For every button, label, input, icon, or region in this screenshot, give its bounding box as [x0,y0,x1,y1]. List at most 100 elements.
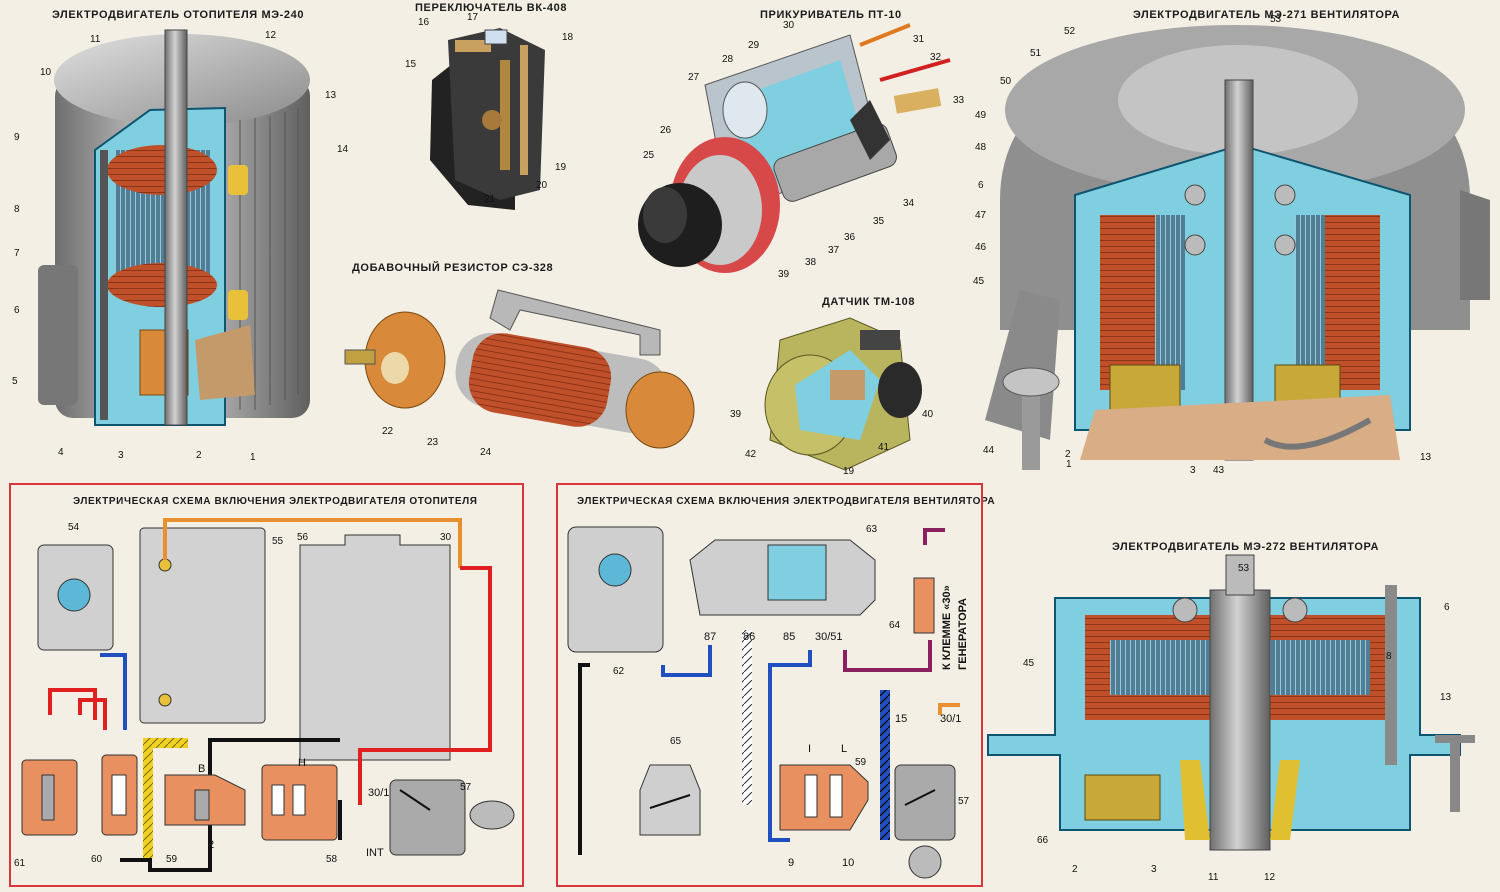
terminal-fan-86: 86 [743,631,755,643]
callout-scheme_fan-3: 65 [670,736,682,747]
frame-scheme-fan [556,483,983,887]
callout-me240-10: 4 [58,447,64,458]
title-me271: ЭЛЕКТРОДВИГАТЕЛЬ МЭ-271 ВЕНТИЛЯТОРА [1133,9,1400,21]
resistor-se328 [344,289,695,449]
callout-me272-4: 13 [1440,692,1452,703]
title-pt10: ПРИКУРИВАТЕЛЬ ПТ-10 [760,9,902,21]
callout-scheme_heater-4: 61 [14,858,26,869]
callout-scheme_fan-4: 59 [855,757,867,768]
motor-me240 [38,29,310,426]
callout-me271-13: 3 [1190,465,1196,476]
callout-me240-11: 3 [118,450,124,461]
callout-me240-5: 14 [337,144,349,155]
terminal-heater-301: 30/1 [368,787,389,799]
callout-me240-4: 9 [14,132,20,143]
callout-scheme_heater-3: 30 [440,532,452,543]
callout-me240-7: 7 [14,248,20,259]
callout-me271-8: 46 [975,242,987,253]
callout-me240-9: 5 [12,376,18,387]
callout-scheme_heater-1: 55 [272,536,284,547]
callout-vk408-4: 19 [555,162,567,173]
callout-vk408-5: 20 [536,180,548,191]
callout-me240-8: 6 [14,305,20,316]
terminal-fan-L: L [841,743,847,755]
title-vk408: ПЕРЕКЛЮЧАТЕЛЬ ВК-408 [415,2,568,14]
callout-me271-3: 50 [1000,76,1012,87]
terminal-fan-87: 87 [704,631,716,643]
title-se328: ДОБАВОЧНЫЙ РЕЗИСТОР СЭ-328 [352,262,554,274]
callout-pt10-14: 39 [778,269,790,280]
callout-me272-6: 2 [1072,864,1078,875]
callout-pt10-4: 32 [930,52,942,63]
terminal-fan-klemma-1: К КЛЕММЕ «30» [941,585,953,670]
terminal-fan-85: 85 [783,631,795,643]
terminal-fan-301: 30/1 [940,713,961,725]
callout-pt10-3: 28 [722,54,734,65]
callout-me240-6: 8 [14,204,20,215]
callout-me271-4: 49 [975,110,987,121]
terminal-heater-B: В [198,763,205,775]
scheme-fan [567,526,960,879]
terminal-heater-2: 2 [208,839,214,851]
callout-pt10-13: 38 [805,257,817,268]
terminal-fan-I: I [808,743,811,755]
callout-vk408-2: 18 [562,32,574,43]
callout-me271-7: 47 [975,210,987,221]
callout-pt10-7: 26 [660,125,672,136]
callout-tm108-0: 39 [730,409,742,420]
callout-pt10-6: 33 [953,95,965,106]
callout-me271-10: 44 [983,445,995,456]
callout-vk408-3: 15 [405,59,417,70]
callout-tm108-2: 42 [745,449,757,460]
callout-scheme_heater-5: 60 [91,854,103,865]
title-me272: ЭЛЕКТРОДВИГАТЕЛЬ МЭ-272 ВЕНТИЛЯТОРА [1112,541,1379,553]
callout-me240-2: 10 [40,67,52,78]
title-me240: ЭЛЕКТРОДВИГАТЕЛЬ ОТОПИТЕЛЯ МЭ-240 [52,9,305,21]
terminal-heater-H: Н [298,757,306,769]
callout-tm108-4: 19 [843,466,855,477]
callout-me271-2: 51 [1030,48,1042,59]
callout-me240-12: 2 [196,450,202,461]
callout-se328-2: 24 [480,447,492,458]
callout-me272-8: 11 [1208,872,1219,883]
lighter-pt10 [638,23,951,273]
scheme-heater [21,518,515,872]
callout-scheme_fan-0: 63 [866,524,878,535]
callout-me271-0: 53 [1270,14,1282,25]
sensor-tm108 [764,317,922,471]
motor-me271 [985,25,1490,470]
callout-me271-9: 45 [973,276,985,287]
callout-me271-14: 43 [1213,465,1225,476]
callout-me272-2: 45 [1023,658,1035,669]
terminal-heater-INT: INT [366,847,384,859]
callout-me271-5: 48 [975,142,987,153]
title-tm108: ДАТЧИК ТМ-108 [822,296,916,308]
callout-me272-5: 66 [1037,835,1049,846]
callout-pt10-0: 30 [783,20,795,31]
callout-tm108-3: 41 [878,442,890,453]
callout-se328-1: 23 [427,437,439,448]
callout-scheme_fan-5: 57 [958,796,970,807]
callout-pt10-12: 37 [828,245,840,256]
callout-me271-12: 1 [1066,459,1072,470]
callout-pt10-2: 31 [913,34,925,45]
callout-vk408-6: 21 [484,194,496,205]
terminal-fan-9: 9 [788,857,794,869]
callout-me240-0: 11 [90,34,101,45]
callout-me272-7: 3 [1151,864,1157,875]
callout-me272-1: 6 [1444,602,1450,613]
frame-scheme-heater [9,483,524,887]
callout-scheme_fan-2: 64 [889,620,901,631]
callout-scheme_heater-2: 56 [297,532,309,543]
switch-vk408 [430,28,545,210]
callout-pt10-11: 36 [844,232,856,243]
callout-me271-11: 2 [1065,449,1071,460]
callout-me240-13: 1 [250,452,256,463]
title-scheme-fan: ЭЛЕКТРИЧЕСКАЯ СХЕМА ВКЛЮЧЕНИЯ ЭЛЕКТРОДВИ… [577,496,996,507]
callout-se328-0: 22 [382,426,394,437]
callout-scheme_heater-0: 54 [68,522,80,533]
callout-me240-3: 13 [325,90,337,101]
